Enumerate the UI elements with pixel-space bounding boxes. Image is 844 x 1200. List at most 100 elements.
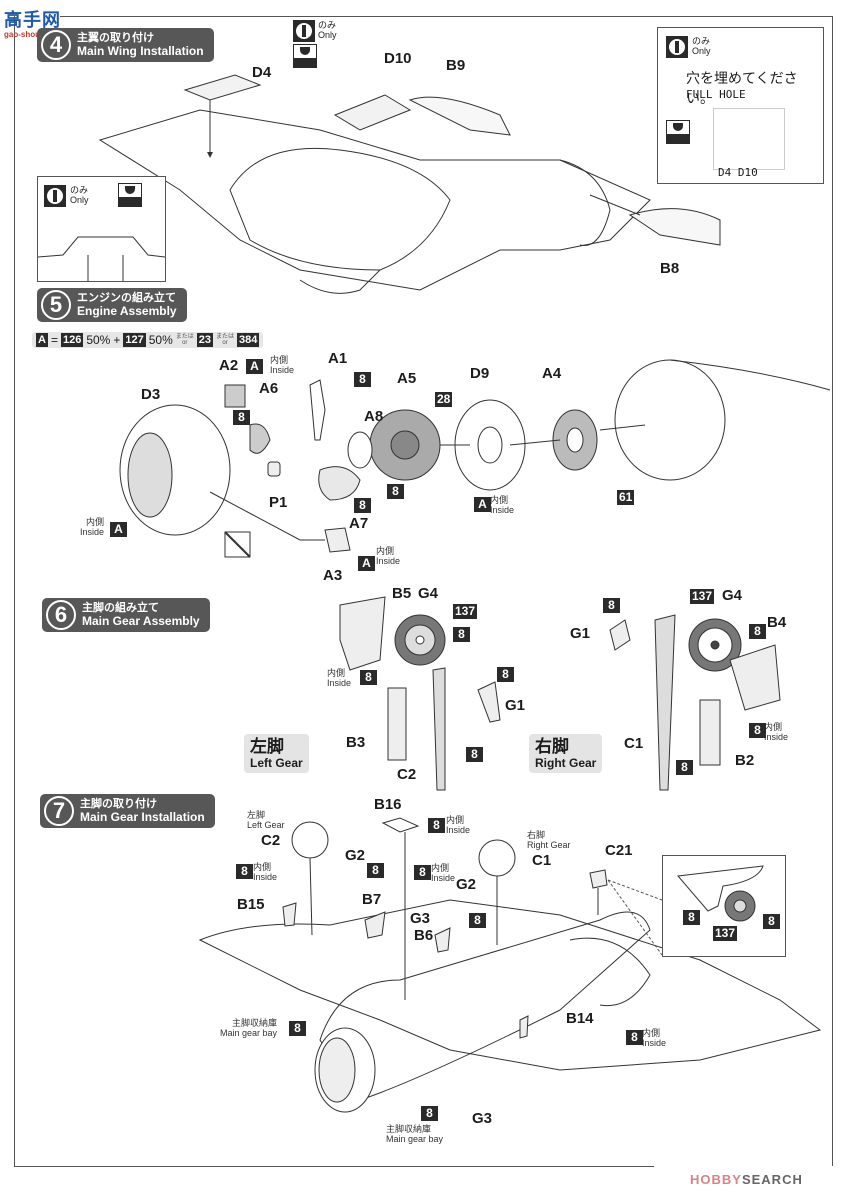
fill-hole-icon [118, 183, 142, 207]
part-label-c1-right: C1 [624, 735, 644, 752]
part-label-b6: B6 [414, 927, 434, 944]
step-6-title-jp: 主脚の組み立て [82, 602, 159, 614]
watermark-gray: SEARCH [741, 1172, 803, 1187]
part-p1 [267, 461, 281, 477]
color-code-tail-strut: 8 [683, 910, 700, 925]
part-label-b15: B15 [237, 896, 265, 913]
part-label-g2-left: G2 [345, 847, 366, 864]
step7-wing [198, 899, 822, 1071]
left-strut-c2 [432, 667, 446, 791]
left-gear-label: 左脚 Left Gear [244, 734, 309, 773]
color-code-b14: 8 [626, 1030, 643, 1045]
part-label-c2-step7: C2 [261, 832, 281, 849]
right-strut-c1 [654, 614, 676, 791]
color-code-a3: A [358, 556, 375, 571]
or-jp: または [216, 334, 235, 340]
part-a8 [347, 431, 373, 469]
part-label-b9: B9 [446, 57, 466, 74]
color-code-left-hub: 8 [453, 627, 470, 642]
color-mix-pct-1: 50% [86, 333, 111, 347]
cowling-intake [127, 432, 173, 518]
inset-only-jp: のみ [70, 185, 89, 195]
part-label-g4-right: G4 [722, 587, 743, 604]
step4-only-indicator: のみ Only [293, 20, 337, 68]
color-code-b4: 8 [749, 723, 766, 738]
step-6-header: 6 主脚の組み立て Main Gear Assembly [42, 598, 210, 632]
part-label-c2-left: C2 [397, 766, 417, 783]
part-label-g1-right: G1 [570, 625, 591, 642]
color-code-a5: 28 [435, 392, 453, 407]
part-label-c21: C21 [605, 842, 633, 859]
part-label-b3: B3 [346, 734, 366, 751]
page-frame-bottom [14, 1166, 654, 1167]
watermark-bottom: HOBBYSEARCH [690, 1172, 803, 1187]
right-gear-label: 右脚 Right Gear [529, 734, 603, 773]
or-jp: または [175, 334, 194, 340]
step-5-number: 5 [41, 290, 71, 320]
step7-part-b7 [364, 911, 386, 939]
step7-part-b15 [282, 902, 297, 927]
fill-hole-icon [293, 44, 317, 68]
step-7-header: 7 主脚の取り付け Main Gear Installation [40, 794, 215, 828]
color-code-b5: 8 [360, 670, 377, 685]
color-mix-alt-2: 384 [237, 333, 260, 347]
color-code-g2-right: 8 [469, 913, 486, 928]
fill-hole-callout: のみ Only 穴を埋めてください。 FULL HOLE D4 D10 [657, 27, 824, 184]
color-code-c1: 8 [676, 760, 693, 775]
part-label-a8: A8 [364, 408, 384, 425]
part-label-a5: A5 [397, 370, 417, 387]
part-a1 [309, 379, 326, 441]
part-label-g4-left: G4 [418, 585, 439, 602]
inset-only-en: Only [70, 195, 89, 205]
watermark-red: HOBBY [690, 1172, 742, 1187]
color-code-tail-hub: 8 [763, 914, 780, 929]
step-7-title-en: Main Gear Installation [80, 810, 205, 824]
part-label-d9: D9 [470, 365, 490, 382]
right-link-g1 [609, 619, 631, 651]
step7-part-b6 [434, 927, 451, 953]
callout-diagram [713, 108, 785, 170]
step-7-title-jp: 主脚の取り付け [80, 798, 157, 810]
part-label-a3: A3 [323, 567, 343, 584]
step-6-title-en: Main Gear Assembly [82, 614, 200, 628]
color-mix-plus: + [113, 333, 121, 347]
color-code-a1: 8 [354, 372, 371, 387]
version-one-icon [44, 185, 66, 207]
color-code-b15: 8 [236, 864, 253, 879]
part-b9 [408, 96, 511, 136]
left-gear-door-b5 [339, 596, 386, 671]
part-label-b5: B5 [392, 585, 412, 602]
watermark-site: gao-shou.com [4, 30, 59, 39]
color-code-a6: 8 [233, 410, 250, 425]
step-5-title-jp: エンジンの組み立て [77, 292, 176, 304]
color-code-a2: A [246, 359, 263, 374]
callout-parts-caption: D4 D10 [718, 166, 758, 179]
left-door-b3 [387, 687, 407, 761]
step7-part-b14 [519, 1015, 529, 1039]
page-frame-left [14, 16, 15, 1166]
inset-wing-drawing [38, 236, 165, 281]
color-code-a4: 61 [617, 490, 635, 505]
part-label-p1: P1 [269, 494, 288, 511]
part-d4 [183, 74, 262, 101]
part-label-b4: B4 [767, 614, 787, 631]
wing-detail-inset: のみ Only [37, 176, 166, 282]
main-wing-outline [98, 109, 651, 291]
color-code-bay-left: 8 [289, 1021, 306, 1036]
step-5-title-en: Engine Assembly [77, 304, 177, 318]
part-label-a2: A2 [219, 357, 239, 374]
page-frame-top [60, 16, 832, 17]
color-code-bay-bottom: 8 [421, 1106, 438, 1121]
version-one-icon [293, 20, 315, 42]
color-code-right-hub: 8 [749, 624, 766, 639]
right-door-b2 [699, 699, 721, 766]
step7-part-b16 [381, 817, 420, 833]
part-label-b14: B14 [566, 1010, 594, 1027]
